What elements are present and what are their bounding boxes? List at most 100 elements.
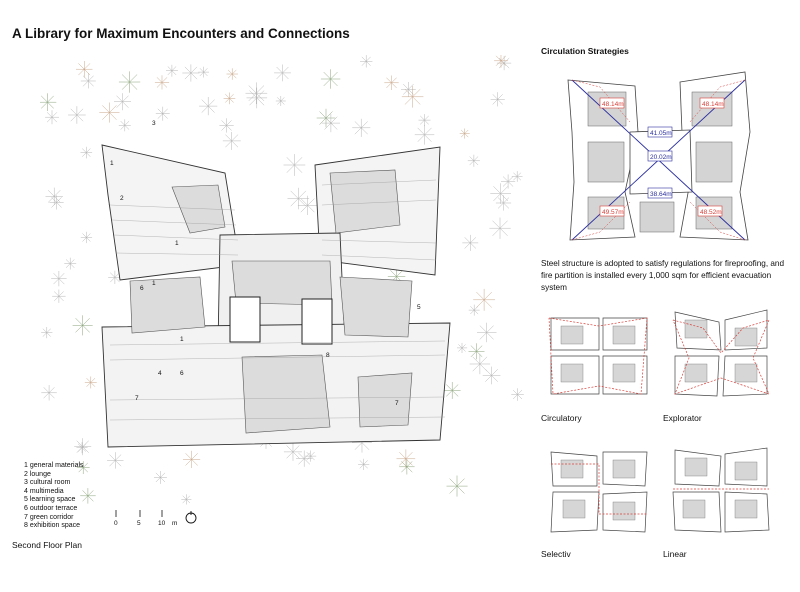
tree-icon (165, 64, 178, 77)
plan-legend: 1 general materials 2 lounge 3 cultural … (24, 462, 84, 531)
tree-icon (469, 353, 491, 375)
tree-icon (68, 106, 86, 124)
room-number: 2 (120, 195, 124, 202)
tree-icon (76, 461, 90, 475)
void-top-right (329, 169, 401, 234)
floor-plan: 1 2 3 1 1 6 5 1 4 7 6 8 7 (40, 55, 524, 505)
tree-icon (467, 154, 480, 167)
tree-icon (181, 494, 192, 505)
distance-label: 48.52m (700, 209, 722, 216)
strategy-explorator: Explorator (663, 298, 779, 426)
room-number: 7 (135, 395, 139, 402)
tree-icon (283, 442, 303, 461)
tree-icon (489, 217, 511, 239)
void-bottom-center (241, 354, 331, 434)
void-top-left (171, 184, 226, 234)
tree-icon (245, 82, 268, 105)
tree-icon (297, 195, 318, 216)
tree-icon (358, 458, 370, 471)
tree-icon (199, 96, 218, 116)
scale-tick: 0 (114, 520, 118, 527)
tree-icon (154, 75, 170, 90)
legend-item: 5 learning space (24, 496, 76, 504)
tree-icon (222, 131, 241, 150)
tree-icon (384, 75, 399, 91)
tree-icon (51, 270, 67, 287)
tree-icon (320, 69, 341, 89)
tree-icon (41, 326, 53, 339)
tree-icon (321, 113, 341, 133)
strategy-diagram (672, 309, 770, 397)
tree-icon (45, 187, 63, 206)
distance-label: 38.64m (650, 191, 672, 198)
tree-icon (113, 93, 132, 111)
tree-icon (468, 343, 485, 360)
scale-tick: 10 (158, 520, 166, 527)
tree-icon (99, 102, 120, 123)
tree-icon (468, 304, 480, 316)
legend-item: 8 exhibition space (24, 522, 81, 530)
room-number: 6 (180, 370, 184, 377)
circulation-cores (229, 296, 333, 345)
tree-icon (49, 195, 64, 210)
room-number: 6 (140, 285, 144, 292)
strategy-label: Selectiv (541, 549, 571, 559)
tree-icon (182, 64, 200, 82)
scale-bar: 0 5 10 m (110, 508, 220, 536)
tree-icon (246, 87, 268, 109)
void-left-mid (129, 276, 206, 334)
tree-icon (219, 118, 234, 133)
tree-icon (274, 64, 291, 82)
distance-labels: 48.14m 48.14m 41.05m 20.02m 38.64m 49.57… (599, 97, 725, 217)
strategy-label: Linear (663, 549, 687, 559)
void-right-mid (339, 276, 413, 338)
tree-icon (456, 342, 468, 354)
room-number: 8 (326, 352, 330, 359)
tree-icon (155, 106, 170, 121)
tree-icon (80, 73, 96, 89)
tree-icon (45, 110, 60, 125)
tree-icon (443, 381, 461, 399)
stair-core-left (229, 296, 261, 343)
tree-icon (108, 270, 122, 285)
tree-icon (198, 66, 210, 78)
tree-icon (490, 92, 505, 107)
circulation-diagram: 48.14m 48.14m 41.05m 20.02m 38.64m 49.57… (567, 71, 751, 241)
tree-icon (223, 92, 236, 105)
strategy-linear: Linear (663, 434, 779, 562)
tree-icon (80, 146, 93, 159)
tree-icon (287, 187, 310, 210)
distance-label: 20.02m (650, 154, 672, 161)
tree-icon (500, 174, 516, 189)
distance-label: 48.14m (602, 101, 624, 108)
tree-icon (80, 231, 93, 244)
tree-icon (446, 475, 468, 497)
room-number: 1 (175, 240, 179, 247)
strategy-diagram (548, 317, 648, 395)
tree-icon (84, 376, 97, 389)
legend-item: 1 general materials (24, 462, 84, 469)
tree-icon (275, 95, 286, 107)
legend-item: 4 multimedia (24, 487, 64, 495)
tree-icon (182, 450, 201, 469)
shaded-voids (129, 169, 413, 434)
tree-icon (283, 154, 306, 176)
gray-rooms (587, 91, 733, 233)
strategy-label: Explorator (663, 413, 702, 423)
page-title: A Library for Maximum Encounters and Con… (12, 26, 350, 41)
tree-icon (118, 71, 141, 93)
tree-icon (459, 128, 470, 139)
plan-caption: Second Floor Plan (12, 540, 82, 550)
scale-tick: 5 (137, 520, 141, 527)
strategy-diagram (550, 451, 648, 533)
room-number: 3 (152, 120, 156, 127)
tree-icon (414, 124, 435, 145)
strategy-circulatory: Circulatory (541, 298, 657, 426)
room-number: 5 (417, 304, 421, 311)
tree-icon (490, 183, 511, 204)
tree-icon (476, 322, 497, 343)
void-bottom-right (357, 372, 413, 428)
tree-icon (64, 257, 77, 270)
room-number: 1 (152, 280, 156, 287)
tree-icon (495, 195, 512, 211)
